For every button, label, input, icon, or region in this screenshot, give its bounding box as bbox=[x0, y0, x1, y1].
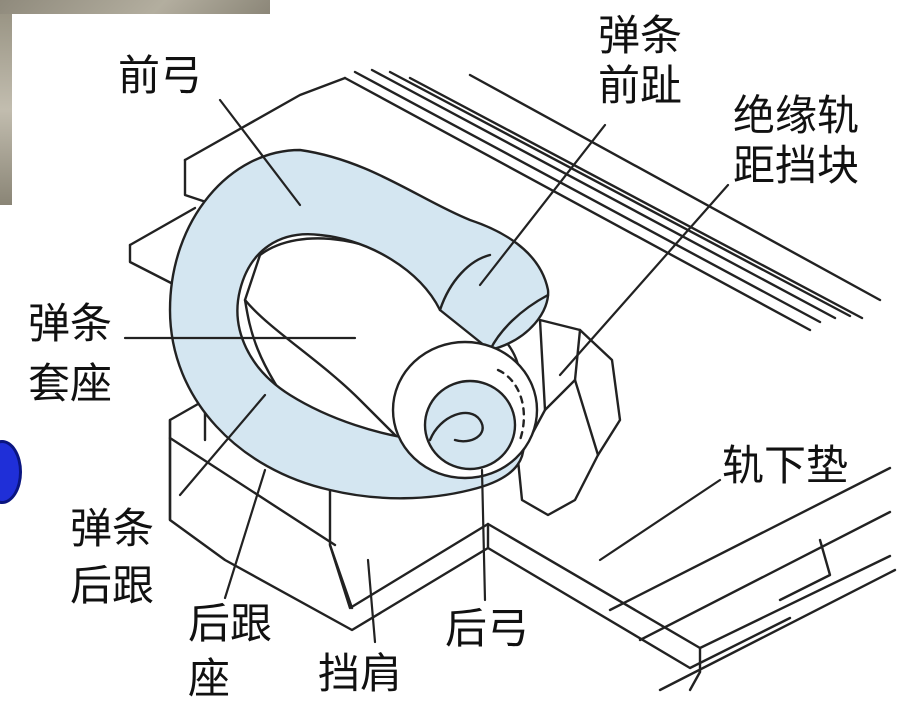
leader-lines bbox=[123, 98, 730, 644]
label-clip-sleeve-seat-line1: 弹条 bbox=[28, 299, 113, 348]
label-rear-heel-seat-line2: 座 bbox=[188, 654, 231, 703]
label-shoulder: 挡肩 bbox=[318, 649, 403, 698]
label-clip-front-toe-line2: 前趾 bbox=[598, 61, 683, 110]
label-clip-front-toe-line1: 弹条 bbox=[598, 11, 683, 60]
label-rear-heel-seat-line1: 后跟 bbox=[188, 599, 273, 648]
label-gauge-block-line2: 距挡块 bbox=[733, 141, 860, 190]
label-front-bow: 前弓 bbox=[118, 51, 203, 100]
rail-lines bbox=[343, 68, 882, 332]
rail-pad-shape bbox=[486, 466, 897, 692]
rear-bow-coil bbox=[391, 340, 539, 480]
label-rear-bow: 后弓 bbox=[445, 604, 530, 653]
label-clip-rear-heel-line1: 弹条 bbox=[70, 504, 155, 553]
corner-photo-fragment bbox=[0, 0, 270, 205]
label-rail-pad: 轨下垫 bbox=[722, 441, 849, 490]
label-clip-rear-heel-line2: 后跟 bbox=[70, 561, 155, 610]
corner-photo-edge bbox=[0, 14, 12, 205]
gauge-block bbox=[516, 318, 622, 517]
label-clip-sleeve-seat-line2: 套座 bbox=[28, 359, 113, 408]
label-gauge-block-line1: 绝缘轨 bbox=[733, 91, 860, 140]
